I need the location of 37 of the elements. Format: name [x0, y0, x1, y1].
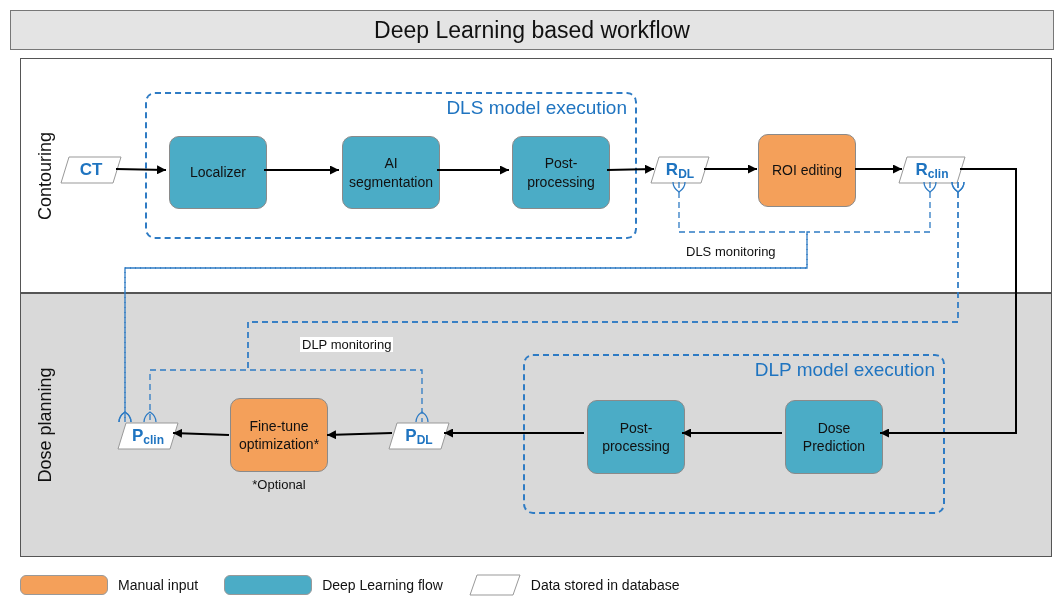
arrow [703, 164, 758, 174]
diagram-title: Deep Learning based workflow [10, 10, 1054, 50]
edge-label: DLS monitoring [684, 244, 778, 259]
lane-label: Dose planning [34, 367, 56, 483]
arrow [854, 164, 903, 174]
arrow [606, 164, 655, 174]
process-box: Post-processing [512, 136, 610, 209]
arrow [326, 430, 393, 440]
arrow [879, 168, 1017, 438]
arrow [443, 428, 585, 438]
dashed-group-box [523, 354, 945, 514]
footnote-text: *Optional [252, 477, 306, 492]
arrow [172, 428, 230, 438]
dashed-group-box [145, 92, 637, 239]
swimlane-band [20, 58, 1052, 293]
edge-label: DLP monitoring [300, 337, 394, 352]
arrow [681, 428, 783, 438]
process-box: Localizer [169, 136, 267, 209]
data-label: P$_{DL}$ [405, 425, 433, 447]
data-label: P$_{clin}$ [132, 425, 164, 447]
data-label: R$_{clin}$ [915, 159, 949, 181]
process-box: ROI editing [758, 134, 856, 207]
arrow [263, 165, 340, 175]
lane-label: Contouring [34, 131, 56, 220]
data-label: R$_{DL}$ [665, 159, 695, 181]
process-box: Post-processing [587, 400, 685, 474]
swimlane-band [20, 293, 1052, 557]
legend-label: Manual input [118, 577, 199, 593]
group-title: DLS model execution [446, 97, 627, 119]
group-title: DLP model execution [754, 359, 935, 381]
legend-label: Data stored in database [530, 577, 680, 593]
arrow [436, 165, 510, 175]
legend-label: Deep Learning flow [322, 577, 443, 593]
process-box: Dose Prediction [785, 400, 883, 474]
data-label: CT [79, 160, 103, 180]
arrow [115, 165, 167, 175]
process-box: AI segmentation [342, 136, 440, 209]
